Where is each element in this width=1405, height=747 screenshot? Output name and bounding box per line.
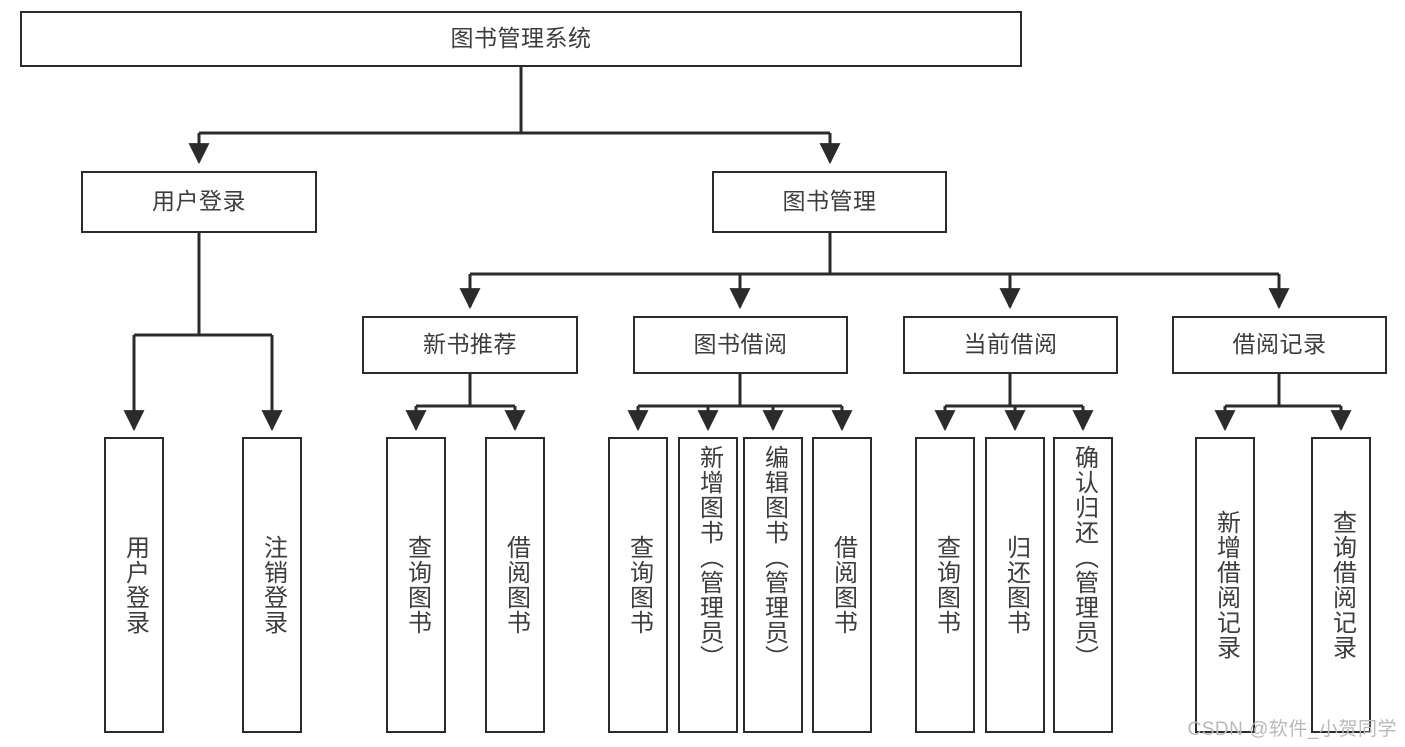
node-book-borrow[interactable]: 图书借阅 [633, 316, 848, 374]
node-leaf-user-login-label: 用户登录 [121, 535, 149, 635]
node-current-borrow-label: 当前借阅 [963, 331, 1058, 358]
node-leaf-query-books-current[interactable]: 查询图书 [915, 437, 975, 733]
node-leaf-query-borrow-record-label: 查询借阅记录 [1328, 510, 1356, 660]
node-leaf-add-borrow-record-label: 新增借阅记录 [1212, 510, 1240, 660]
node-book-borrow-label: 图书借阅 [693, 331, 788, 358]
node-leaf-edit-book-admin[interactable]: 编辑图书（管理员） [743, 437, 803, 733]
node-root-label: 图书管理系统 [450, 25, 592, 52]
node-leaf-user-logout-label: 注销登录 [259, 535, 287, 635]
node-new-book-recommend-label: 新书推荐 [423, 331, 517, 358]
node-leaf-add-book-admin[interactable]: 新增图书（管理员） [678, 437, 738, 733]
node-book-management-label: 图书管理 [782, 188, 877, 215]
node-leaf-query-books-recommend[interactable]: 查询图书 [386, 437, 446, 733]
node-leaf-user-login[interactable]: 用户登录 [104, 437, 164, 733]
node-leaf-query-books-recommend-label: 查询图书 [403, 535, 431, 635]
node-root[interactable]: 图书管理系统 [20, 11, 1022, 67]
node-new-book-recommend[interactable]: 新书推荐 [362, 316, 578, 374]
node-leaf-confirm-return-admin-label: 确认归还（管理员） [1070, 445, 1098, 670]
node-leaf-borrow-books-recommend[interactable]: 借阅图书 [485, 437, 545, 733]
node-leaf-confirm-return-admin[interactable]: 确认归还（管理员） [1053, 437, 1113, 733]
node-leaf-borrow-books-recommend-label: 借阅图书 [502, 535, 530, 635]
edges-current-borrow-to-leaves [934, 374, 1094, 432]
node-user-login-label: 用户登录 [152, 188, 246, 215]
node-leaf-borrow-book-label: 借阅图书 [829, 535, 857, 635]
node-leaf-user-logout[interactable]: 注销登录 [242, 437, 302, 733]
node-leaf-borrow-book[interactable]: 借阅图书 [812, 437, 872, 733]
node-user-login[interactable]: 用户登录 [81, 171, 317, 233]
edges-root-to-level2 [188, 67, 841, 165]
node-borrow-records[interactable]: 借阅记录 [1172, 316, 1387, 374]
node-leaf-query-borrow-record[interactable]: 查询借阅记录 [1311, 437, 1371, 733]
node-book-management[interactable]: 图书管理 [712, 171, 947, 233]
node-leaf-edit-book-admin-label: 编辑图书（管理员） [760, 445, 788, 670]
node-borrow-records-label: 借阅记录 [1232, 331, 1327, 358]
node-leaf-return-book[interactable]: 归还图书 [985, 437, 1045, 733]
node-leaf-query-books-current-label: 查询图书 [932, 535, 960, 635]
edges-book-management-to-level3 [459, 233, 1290, 310]
node-leaf-query-books-borrow[interactable]: 查询图书 [608, 437, 668, 733]
node-leaf-return-book-label: 归还图书 [1002, 535, 1030, 635]
node-current-borrow[interactable]: 当前借阅 [903, 316, 1118, 374]
edges-user-login-to-leaves [123, 233, 283, 432]
node-leaf-add-borrow-record[interactable]: 新增借阅记录 [1195, 437, 1255, 733]
node-leaf-query-books-borrow-label: 查询图书 [625, 535, 653, 635]
edges-book-borrow-to-leaves [627, 374, 853, 432]
node-leaf-add-book-admin-label: 新增图书（管理员） [695, 445, 723, 670]
edges-new-book-recommend-to-leaves [405, 374, 526, 432]
edges-borrow-records-to-leaves [1214, 374, 1352, 432]
